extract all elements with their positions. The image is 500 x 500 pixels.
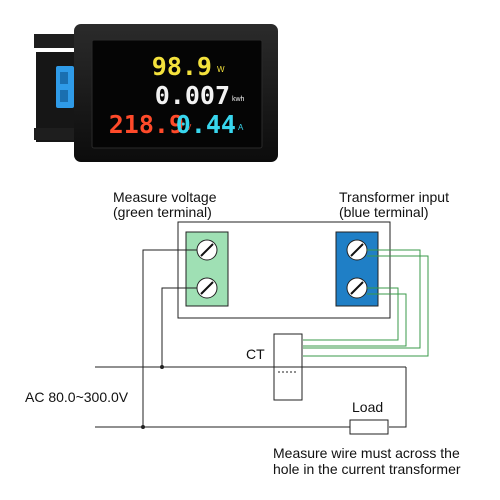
label-transformer-input: Transformer input (339, 189, 449, 205)
voltage-sense-wires (142, 249, 197, 427)
meter-screen (92, 40, 262, 148)
note-line-1: Measure wire must across the (273, 445, 460, 461)
current-unit: A (238, 123, 244, 132)
blue-terminal (335, 231, 379, 307)
meter-clip-bottom (34, 128, 78, 140)
power-unit: W (217, 65, 225, 74)
energy-reading: 0.007 (155, 81, 230, 110)
note-line-2: hole in the current transformer (273, 461, 461, 477)
label-ac-range: AC 80.0~300.0V (25, 389, 129, 405)
voltage-unit: V (186, 123, 192, 132)
panel-meter (34, 24, 278, 162)
label-blue-terminal: (blue terminal) (339, 204, 428, 220)
label-load: Load (352, 399, 383, 415)
meter-clip-top (34, 34, 78, 48)
green-terminal (185, 231, 229, 307)
label-measure-voltage: Measure voltage (113, 189, 217, 205)
power-reading: 98.9 (152, 52, 212, 81)
sense-wire-top (142, 249, 197, 427)
mains-wiring (95, 366, 407, 428)
voltage-reading: 218.9 (109, 110, 184, 139)
label-green-terminal: (green terminal) (113, 204, 212, 220)
sense-wire-bottom (161, 287, 197, 367)
ct-secondary-wires (303, 249, 429, 357)
label-ct: CT (246, 346, 265, 362)
energy-unit: kwh (232, 96, 245, 103)
load-resistor (349, 419, 389, 435)
current-reading: 0.44 (176, 110, 236, 139)
